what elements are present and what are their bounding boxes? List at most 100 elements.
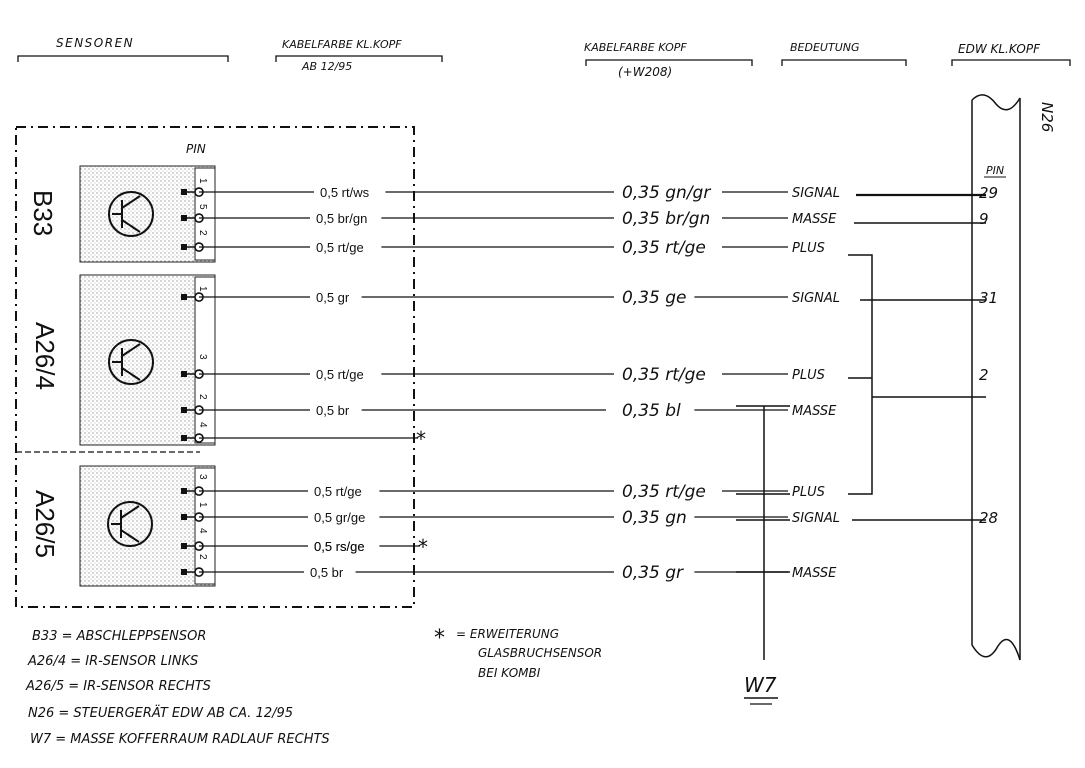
pin-contact [181, 244, 187, 250]
sensor-label-a26-4: A26/4 [30, 322, 60, 390]
pin-number: 4 [197, 422, 208, 428]
wire-color-kl: 0,5 br [310, 565, 344, 580]
header-cable-kl-sub: AB 12/95 [301, 60, 352, 73]
connector-pin: 28 [979, 509, 998, 527]
wire-color-kl: 0,5 rs/ge [314, 539, 365, 554]
header-edw: EDW KL.KOPF [958, 42, 1041, 56]
pin-contact [181, 488, 187, 494]
legend: B33 = ABSCHLEPPSENSOR A26/4 = IR-SENSOR … [25, 629, 330, 747]
ground-label: W7 [744, 673, 777, 697]
wire-color-kopf: 0,35 rt/ge [622, 482, 706, 502]
legend-line: B33 = ABSCHLEPPSENSOR [32, 629, 206, 644]
note-line: = ERWEITERUNG [456, 627, 559, 641]
wire-color-kl: 0,5 gr/ge [314, 510, 365, 525]
header-meaning: BEDEUTUNG [790, 41, 860, 54]
wire-meaning: SIGNAL [792, 511, 840, 526]
legend-line: N26 = STEUERGERÄT EDW AB CA. 12/95 [28, 705, 293, 721]
pin-connector [187, 433, 204, 443]
legend-line: A26/4 = IR-SENSOR LINKS [27, 654, 198, 669]
pin-number: 1 [197, 502, 208, 508]
wire-meaning: PLUS [792, 368, 825, 383]
transistor-icon [107, 501, 153, 547]
wire-color-kopf: 0,35 br/gn [622, 209, 710, 229]
connector-pin: 29 [979, 184, 998, 202]
pin-number: 2 [197, 394, 208, 400]
wire-color-kl: 0,5 rt/ws [320, 185, 370, 200]
header-cable-kopf-sub: (+W208) [618, 65, 672, 79]
wire-color-kopf: 0,35 gr [622, 563, 684, 583]
wire-meaning: PLUS [792, 485, 825, 500]
pin-connector [187, 405, 204, 415]
wire-color-kl: 0,5 rs/ge [314, 539, 365, 554]
pin-number: 4 [197, 528, 208, 534]
wire-color-kopf: 0,35 gn [622, 508, 687, 528]
pin-contact [181, 215, 187, 221]
note-line: BEI KOMBI [478, 666, 541, 680]
wire-meaning: MASSE [792, 404, 837, 419]
wire-color-kl: 0,5 rt/ge [316, 240, 364, 255]
sensor-b33 [79, 165, 216, 263]
pin-contact [181, 407, 187, 413]
wire-row: 0,5 br 0,35 gr MASSE [181, 563, 837, 583]
wire-color-kl: 0,5 br [316, 403, 350, 418]
star-icon: * [416, 427, 426, 451]
connector-pin: 2 [979, 366, 989, 384]
wire-color-kopf: 0,35 ge [622, 288, 687, 308]
pin-connector [187, 187, 204, 197]
header-cable-kopf: KABELFARBE KOPF [584, 41, 687, 54]
wire-row: 0,5 rs/ge * [181, 535, 428, 559]
wire-meaning: SIGNAL [792, 186, 840, 201]
pin-number: 2 [197, 230, 208, 236]
wire-meaning: MASSE [792, 566, 837, 581]
pin-contact [181, 543, 187, 549]
sensor-a26-5 [79, 465, 216, 587]
wire-row: * [181, 427, 426, 451]
note-line: GLASBRUCHSENSOR [478, 646, 602, 660]
connector-pin: 9 [979, 210, 989, 228]
pin-number: 3 [197, 474, 208, 480]
sensor-a26-4 [79, 274, 216, 446]
wire-meaning: MASSE [792, 212, 837, 227]
pin-contact [181, 294, 187, 300]
wire-color-kl: 0,5 br/gn [316, 211, 367, 226]
legend-line: A26/5 = IR-SENSOR RECHTS [25, 679, 211, 694]
legend-line: W7 = MASSE KOFFERRAUM RADLAUF RECHTS [30, 732, 330, 747]
sensor-frames [15, 126, 415, 608]
sensor-pin-label: PIN [186, 142, 206, 156]
pin-connector [187, 369, 204, 379]
connector-name: N26 [1038, 102, 1056, 132]
sensor-label-a26-5: A26/5 [30, 490, 60, 558]
pin-connector [187, 486, 204, 496]
connector-pin-label: PIN [986, 164, 1004, 177]
pin-contact [181, 569, 187, 575]
sensor-label-b33: B33 [28, 190, 58, 236]
ground-w7: W7 [744, 673, 778, 705]
wire-color-kopf: 0,35 rt/ge [622, 365, 706, 385]
pin-number: 2 [197, 554, 208, 560]
wire-row: 0,5 br 0,35 bl MASSE [181, 401, 837, 421]
note: * = ERWEITERUNG GLASBRUCHSENSOR BEI KOMB… [434, 626, 602, 680]
wire-color-kopf: 0,35 bl [622, 401, 681, 421]
note-symbol: * [434, 626, 445, 651]
pin-connector [187, 242, 204, 252]
pin-number: 5 [197, 204, 208, 210]
pin-number: 3 [197, 354, 208, 360]
connector-n26 [971, 94, 1021, 661]
pin-connector [187, 292, 204, 302]
pin-number: 1 [197, 286, 208, 292]
pin-connector [187, 541, 204, 551]
star-icon: * [418, 535, 428, 559]
header-sensors: SENSOREN [56, 36, 134, 50]
wire-color-kopf: 0,35 rt/ge [622, 238, 706, 258]
wire-color-kl: 0,5 rt/ge [314, 484, 362, 499]
wire-row: 0,5 gr/ge 0,35 gn SIGNAL 28 [181, 508, 998, 528]
pin-contact [181, 435, 187, 441]
bus-lines [736, 193, 986, 660]
pin-number: 1 [197, 178, 208, 184]
